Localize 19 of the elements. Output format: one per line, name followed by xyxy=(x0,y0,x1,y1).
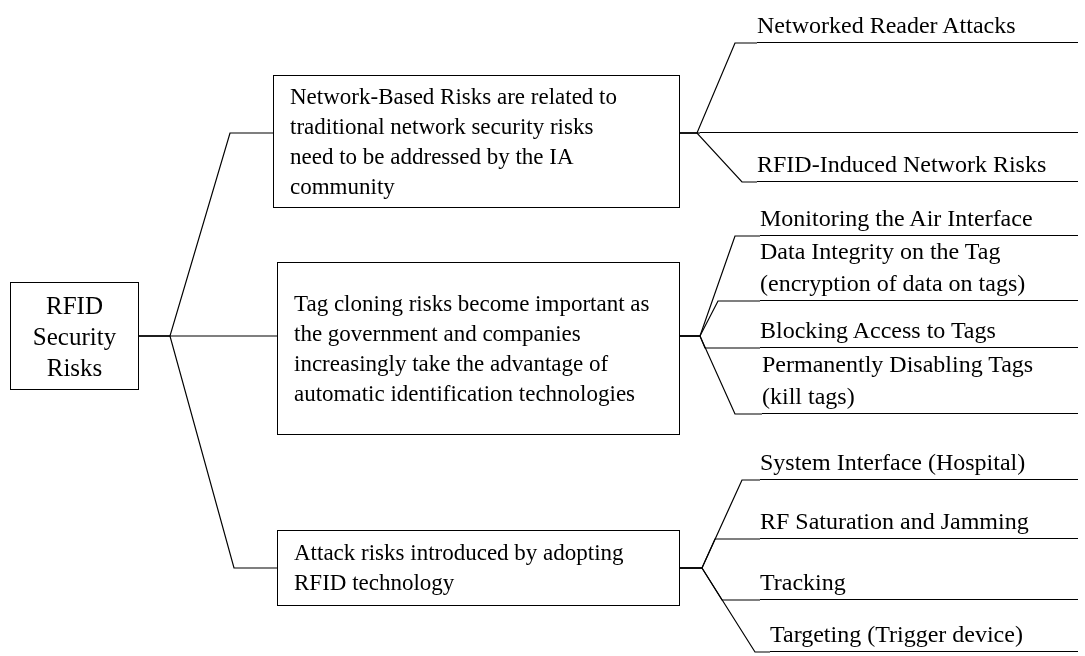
connector-line xyxy=(138,335,278,569)
root-box: RFID Security Risks xyxy=(10,282,139,390)
branch-item: Targeting (Trigger device) xyxy=(770,612,1078,652)
branch-item: Data Integrity on the Tag (encryption of data on tags) xyxy=(760,235,1078,301)
category-box: Tag cloning risks become important as the government and companies increasingly take the advantage of automatic identification technologies xyxy=(277,262,680,435)
connector-line xyxy=(679,132,758,183)
branch-item: RFID-Induced Network Risks xyxy=(757,145,1078,182)
branch-item: System Interface (Hospital) xyxy=(760,443,1078,480)
connector-line xyxy=(679,567,771,653)
branch-item: Networked Reader Attacks xyxy=(757,5,1078,43)
category-box: Attack risks introduced by adopting RFID technology xyxy=(277,530,680,606)
category-box: Network-Based Risks are related to traditional network security risks need to be addressed by the IA community xyxy=(273,75,680,208)
branch-item: Permanently Disabling Tags (kill tags) xyxy=(762,348,1078,414)
branch-item: RF Saturation and Jamming xyxy=(760,490,1078,539)
branch-line xyxy=(700,132,1078,133)
branch-item: Monitoring the Air Interface xyxy=(760,199,1078,236)
connector-line xyxy=(679,335,763,415)
branch-item: Tracking xyxy=(760,552,1078,600)
branch-item: Blocking Access to Tags xyxy=(760,304,1078,348)
